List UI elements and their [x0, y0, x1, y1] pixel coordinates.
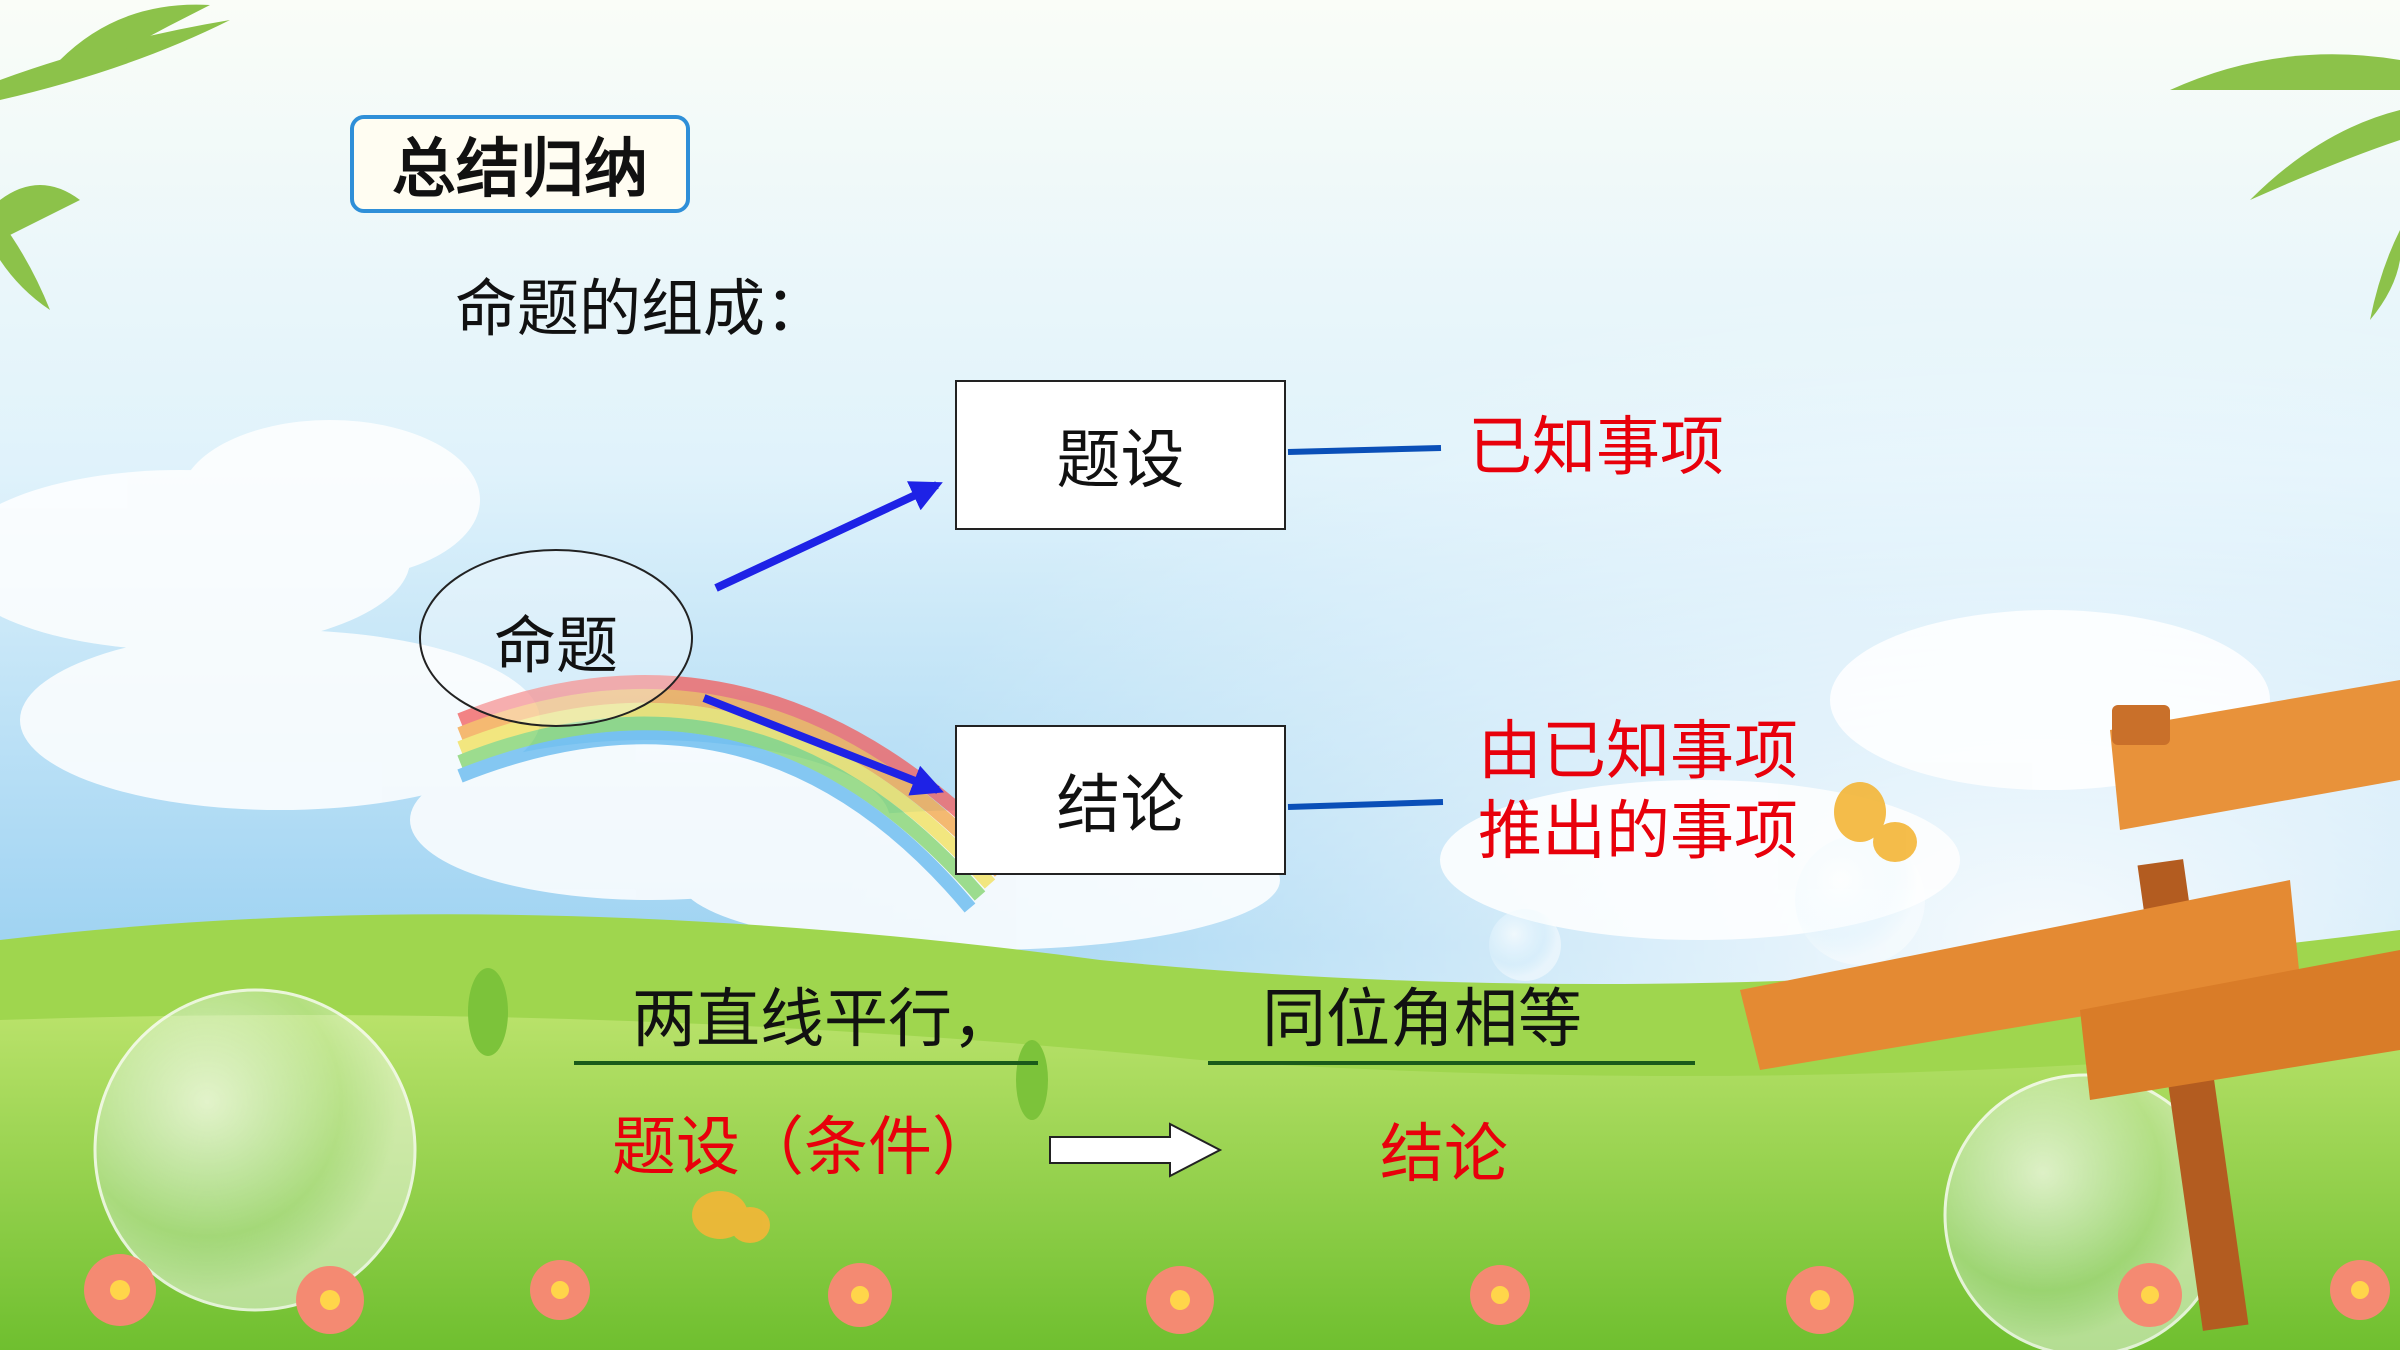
section-subtitle: 命题的组成： [455, 272, 828, 345]
conclusion-box: 结论 [955, 725, 1286, 875]
premise-box: 题设 [955, 380, 1286, 530]
conclusion-box-label: 结论 [1056, 769, 1185, 843]
root-node: 命题 [493, 609, 618, 682]
connector-conclusion [1287, 799, 1444, 810]
arrow-to-conclusion [702, 694, 944, 796]
conclusion-description: 由已知事项 推出的事项 [1478, 712, 1798, 872]
premise-description: 已知事项 [1468, 411, 1724, 485]
premise-box-label: 题设 [1056, 424, 1185, 498]
conclusion-description-line1: 由已知事项 [1478, 715, 1798, 789]
example-conclusion-label: 结论 [1380, 1118, 1508, 1192]
section-badge: 总结归纳 [350, 115, 690, 213]
example-conclusion-text: 同位角相等 [1262, 983, 1582, 1057]
example-premise-text: 两直线平行， [632, 983, 1016, 1057]
arrow-to-premise [714, 481, 943, 592]
conclusion-description-line2: 推出的事项 [1478, 795, 1798, 869]
connector-premise [1287, 445, 1442, 455]
example-premise-label: 题设（条件） [612, 1111, 996, 1185]
root-ellipse [419, 549, 693, 727]
section-badge-title: 总结归纳 [392, 133, 648, 207]
implies-arrow [1049, 1122, 1223, 1178]
